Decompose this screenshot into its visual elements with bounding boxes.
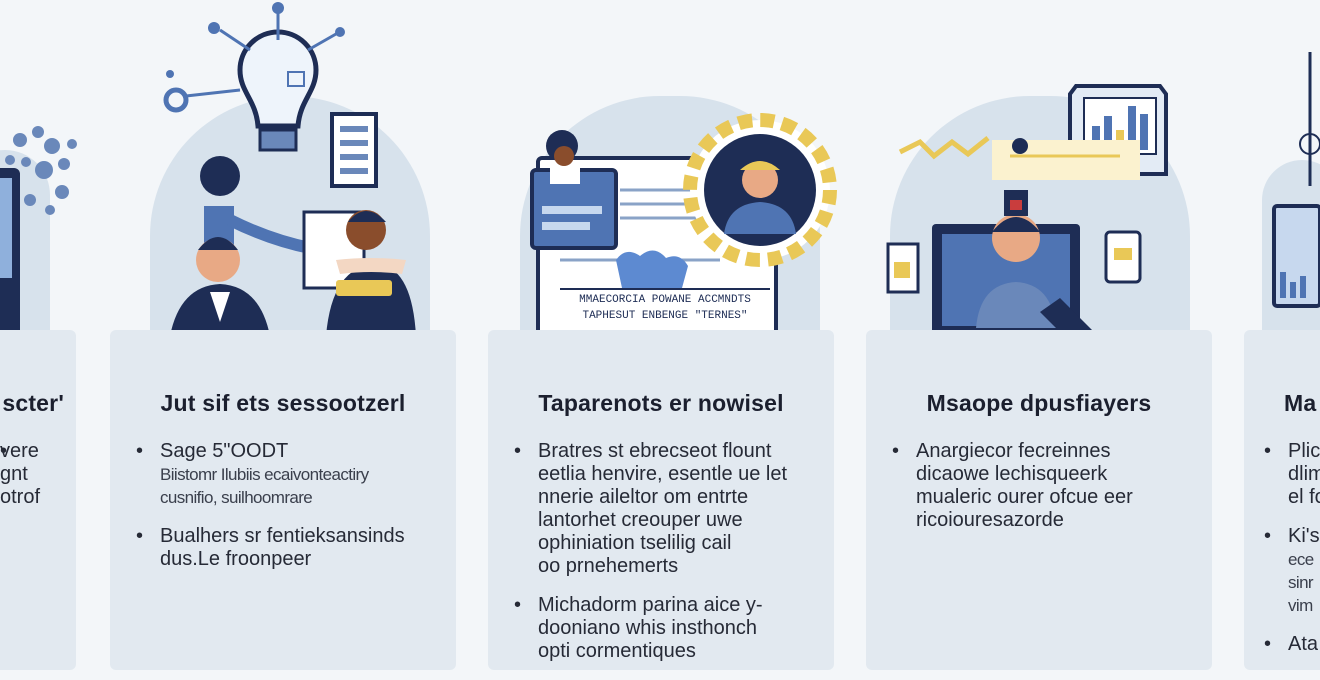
bullet-line: ricoiouresazorde (916, 509, 1064, 531)
feature-panel-4: Msaope dpusfiayers Anargiecor fecreinnes… (866, 330, 1212, 670)
bullet-list: Plic dlim el fo Ki's ece sinr vim Ata (1264, 440, 1320, 672)
bullet-line: Plic (1288, 440, 1320, 462)
network-dots-icon (5, 126, 77, 215)
bullet-line: lantorhet creouper uwe (538, 509, 743, 531)
bullet-line: Ki's (1288, 525, 1320, 547)
bullet-line: dus.Le froonpeer (160, 548, 312, 570)
gear-portrait-icon (683, 113, 837, 267)
clock-icon (1299, 133, 1320, 155)
trend-line-icon (898, 136, 990, 160)
bullet-line: dlim (1288, 463, 1320, 485)
gear-icon (163, 87, 189, 113)
bullet-line: vere (0, 440, 39, 462)
lightbulb-icon (185, 2, 345, 152)
bullet-line: otrof (0, 486, 41, 508)
bullet-line: mualeric ourer ofcue eer (916, 486, 1133, 508)
bullet-line: dicaowe lechisqueerk (916, 463, 1108, 485)
illustration-team-idea (150, 2, 426, 352)
tool-card-icon (886, 242, 920, 294)
person-figure (170, 237, 270, 336)
list-item: Ata (1264, 633, 1320, 656)
bullet-line: nnerie aileltor om entrte (538, 486, 749, 508)
bullet-line: ophiniation tselilig cail (538, 532, 732, 554)
person-figure (976, 190, 1056, 328)
caption-line: MMAECORCIA POWANE ACCMNDTS (579, 294, 751, 306)
list-item: Sage 5"OODT Biistomr Ilubiis ecaivonteac… (136, 440, 442, 509)
feature-panel-5: Ma Plic dlim el fo Ki's ece sinr vim Ata (1244, 330, 1320, 670)
image-icon (287, 71, 305, 87)
list-item: vere gnt otrof (0, 440, 62, 509)
bullet-line: eetlia henvire, esentle ue let (538, 463, 788, 485)
bottle-icon (1104, 230, 1142, 284)
person-figure (326, 210, 416, 336)
bullet-list: Bratres st ebrecseot flount eetlia henvi… (514, 440, 820, 679)
list-item: Plic dlim el fo (1264, 440, 1320, 509)
camera-icon (1012, 138, 1028, 154)
feature-panel-1: scter' vere gnt otrof (0, 330, 76, 670)
document-caption: MMAECORCIA POWANE ACCMNDTS TAPHESUT ENBE… (560, 288, 770, 324)
bullet-line: opti cormentiques (538, 640, 696, 662)
puzzle-icon (616, 250, 688, 288)
bullet-line: Biistomr Ilubiis ecaivonteactiry (160, 465, 369, 484)
illustration-tablet-chart (1272, 52, 1320, 308)
list-item: Michadorm parina aice y- dooniano whis i… (514, 594, 820, 663)
bullet-list: Anargiecor fecreinnes dicaowe lechisquee… (892, 440, 1198, 548)
checklist-board-icon (330, 112, 378, 188)
list-item: Anargiecor fecreinnes dicaowe lechisquee… (892, 440, 1198, 532)
panel-title: Taparenots er nowisel (538, 390, 784, 416)
list-item: Bualhers sr fentieksansinds dus.Le froon… (136, 525, 442, 571)
panel-title: Msaope dpusfiayers (926, 390, 1152, 416)
bullet-line: vim (1288, 596, 1313, 615)
bullet-line: gnt (0, 463, 28, 485)
bullet-line: cusnifio, suilhoomrare (160, 488, 313, 507)
list-item: Bratres st ebrecseot flount eetlia henvi… (514, 440, 820, 578)
panel-title: Ma (1284, 390, 1317, 416)
illustration-device-network (0, 126, 77, 346)
illustration-dashboard-worker (886, 84, 1168, 352)
panel-title: Jut sif ets sessootzerl (160, 390, 406, 416)
bullet-line: Ata (1288, 633, 1319, 655)
feature-panel-2: Jut sif ets sessootzerl Sage 5"OODT Biis… (110, 330, 456, 670)
panel-title: scter' (2, 390, 64, 416)
bullet-line: Anargiecor fecreinnes (916, 440, 1111, 462)
bullet-line: ece (1288, 550, 1314, 569)
bullet-line: sinr (1288, 573, 1314, 592)
feature-panel-3: Taparenots er nowisel Bratres st ebrecse… (488, 330, 834, 670)
caption-line: TAPHESUT ENBENGE "TERNES" (582, 310, 748, 322)
bullet-line: Sage 5"OODT (160, 440, 289, 462)
bullet-line: Bualhers sr fentieksansinds (160, 525, 405, 547)
profile-card-icon (530, 130, 618, 250)
bullet-list: vere gnt otrof (0, 440, 62, 525)
bullet-line: el fo (1288, 486, 1320, 508)
list-item: Ki's ece sinr vim (1264, 525, 1320, 617)
bullet-line: dooniano whis insthonch (538, 617, 758, 639)
bullet-line: oo prnehemerts (538, 555, 679, 577)
bullet-line: Bratres st ebrecseot flount (538, 440, 772, 462)
bullet-line: Michadorm parina aice y- (538, 594, 763, 616)
bullet-list: Sage 5"OODT Biistomr Ilubiis ecaivonteac… (136, 440, 442, 587)
